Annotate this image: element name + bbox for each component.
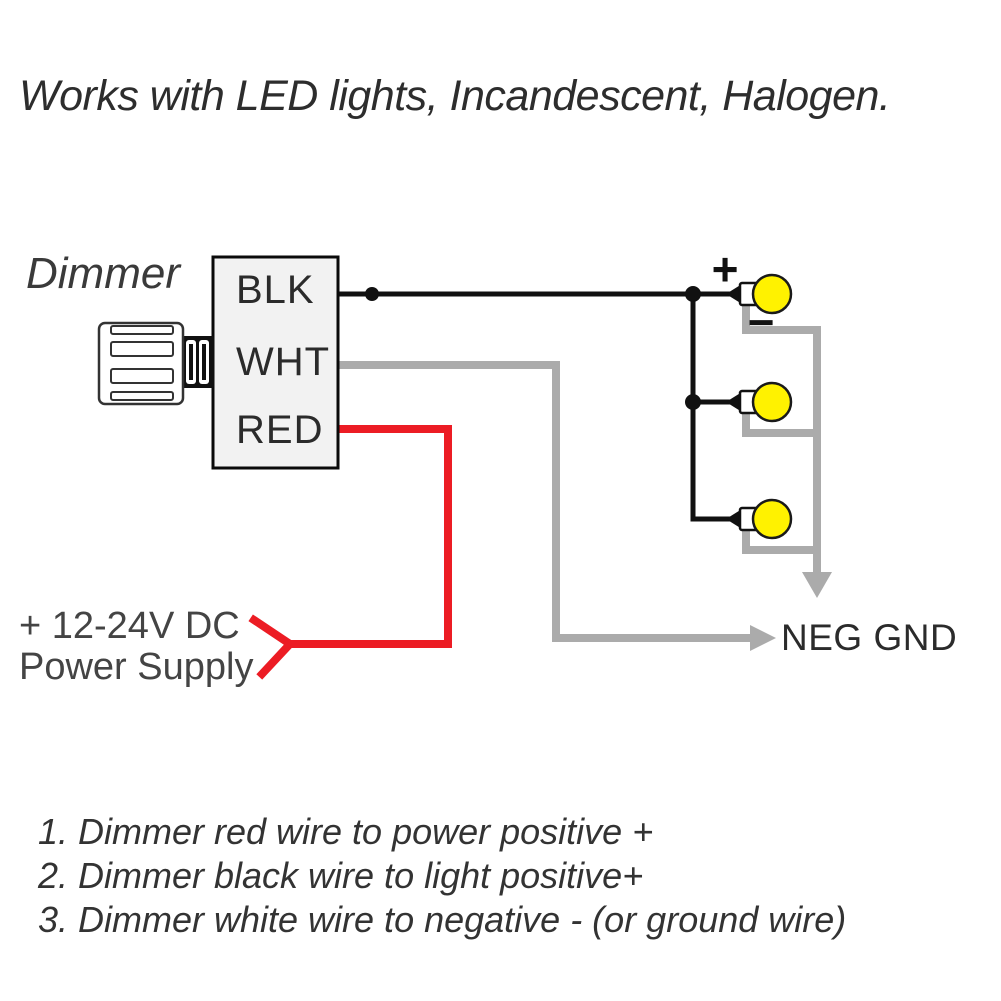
page-title: Works with LED lights, Incandescent, Hal… [19,72,891,120]
bulb1-wedge [726,284,742,304]
black-wire-bus [690,294,740,522]
instruction-item-2: 2. Dimmer black wire to light positive+ [38,855,644,896]
red-wire-group [248,425,452,680]
bulb3-negative-wire [742,531,813,554]
junction-dot-2 [685,394,701,410]
instructions-list: 1. Dimmer red wire to power positive + 2… [38,810,846,942]
power-supply-line2: Power Supply [19,646,254,688]
stem-slot-1-pin [189,344,193,380]
terminal-label-red: RED [236,408,324,452]
power-supply-label: + 12-24V DC Power Supply [19,606,253,688]
terminal-label-wht: WHT [236,340,331,384]
bulb2-wedge [726,392,742,412]
power-supply-line1: + 12-24V DC [19,605,240,647]
light-bulb-3 [751,498,793,540]
positive-wires [338,291,740,522]
knob-ridge-mid1 [110,341,174,357]
instruction-item-1: 1. Dimmer red wire to power positive + [38,811,654,852]
negative-wires [338,305,821,642]
bulb1-negative-wire [742,305,821,572]
plus-polarity-icon: + [711,243,739,295]
dimmer-label: Dimmer [26,249,180,298]
white-wire-to-neg-gnd [338,361,750,642]
wire-splice-dot [365,287,379,301]
junction-dot-1 [685,286,701,302]
ground-down-arrow-icon [802,572,832,598]
light-bulb-1 [751,273,793,315]
red-wire [290,425,452,648]
neg-gnd-label: NEG GND [781,617,958,658]
terminal-label-blk: BLK [236,268,315,312]
red-wire-fork [248,614,297,680]
neg-gnd-arrow-icon [750,625,776,651]
knob-ridge-bottom [110,391,174,401]
instruction-item-3: 3. Dimmer white wire to negative - (or g… [38,899,847,940]
knob-ridge-top [110,325,174,335]
stem-slot-2-pin [202,344,206,380]
bulb2-negative-wire [742,414,813,437]
dimmer-box [211,255,340,470]
light-bulb-2 [751,381,793,423]
knob-ridge-mid2 [110,368,174,384]
minus-polarity-icon: − [747,296,775,348]
bulb3-wedge [726,509,742,529]
